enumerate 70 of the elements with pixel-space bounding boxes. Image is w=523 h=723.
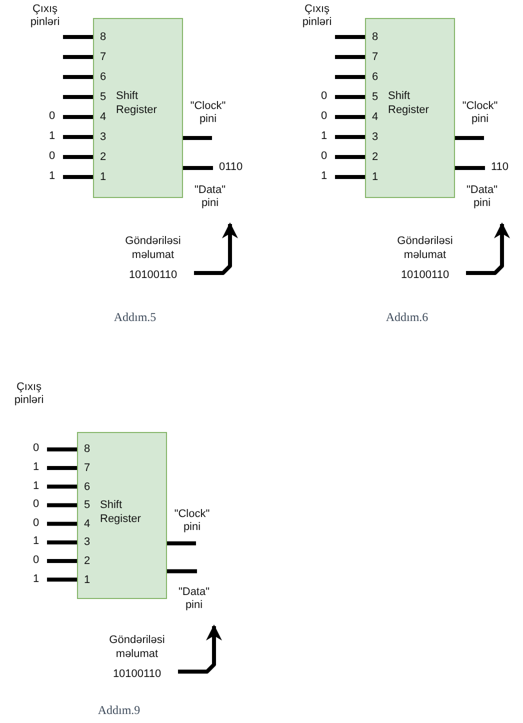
- bit-value: 0: [49, 150, 56, 163]
- pin-number: 5: [100, 90, 106, 104]
- pin-number: 6: [100, 70, 106, 84]
- bit-string: 110: [491, 161, 509, 174]
- bit-value: 0: [321, 90, 328, 103]
- bit-value: 0: [33, 516, 40, 530]
- pin-label: "Data" pini: [465, 184, 499, 210]
- bit-value: 0: [33, 554, 40, 567]
- pin-label: "Data" pini: [193, 184, 227, 210]
- step-caption: Addım.5: [112, 311, 158, 324]
- pin-number: 2: [372, 150, 378, 164]
- bit-value: 1: [33, 535, 40, 548]
- pin-number: 4: [372, 110, 378, 124]
- bit-value: 0: [321, 110, 328, 123]
- pin-number: 3: [372, 130, 378, 144]
- pin-number: 2: [100, 150, 106, 164]
- bit-value: 1: [33, 480, 40, 493]
- pin-number: 1: [372, 170, 378, 184]
- pin-number: 1: [84, 572, 90, 587]
- pin-number: 5: [84, 498, 90, 512]
- bit-value: 1: [49, 170, 56, 183]
- pin-number: 3: [84, 535, 90, 550]
- pin-number: 3: [100, 130, 106, 144]
- data-caption: Göndəriləsi məlumat: [396, 234, 454, 262]
- pin-number: 7: [84, 461, 90, 475]
- pin-number: 1: [100, 170, 106, 184]
- arrow: [194, 222, 238, 275]
- pin-number: 6: [372, 70, 378, 84]
- register-title: Shift Register: [116, 89, 158, 117]
- register-title: Shift Register: [388, 89, 430, 117]
- pin-label: "Data" pini: [177, 586, 211, 612]
- output-pins-label: Çıxış pinləri: [29, 3, 61, 29]
- output-pins-label: Çıxış pinləri: [301, 3, 333, 29]
- bit-value: 1: [33, 572, 40, 586]
- bit-string: 0110: [219, 161, 243, 174]
- bit-value: 1: [49, 130, 56, 143]
- step-caption: Addım.6: [384, 311, 430, 324]
- shift-register-box: [93, 18, 183, 198]
- bit-value: 0: [321, 150, 328, 163]
- pin-label: "Clock" pini: [189, 100, 227, 126]
- pin-label: "Clock" pini: [173, 508, 211, 534]
- data-caption: Göndəriləsi məlumat: [124, 234, 182, 262]
- bit-value: 0: [33, 498, 40, 512]
- pin-number: 8: [84, 442, 90, 456]
- output-pins-label: Çıxış pinləri: [13, 381, 45, 407]
- pin-number: 8: [372, 30, 378, 44]
- pin-label: "Clock" pini: [461, 100, 499, 126]
- pin-number: 5: [372, 90, 378, 104]
- bit-value: 0: [49, 110, 56, 123]
- bit-value: 0: [33, 442, 40, 456]
- arrow: [178, 624, 222, 674]
- shift-register-box: [365, 18, 455, 198]
- bit-string: 10100110: [128, 268, 178, 282]
- pin-number: 7: [100, 50, 106, 64]
- bit-value: 1: [33, 461, 40, 474]
- step-caption: Addım.9: [96, 704, 142, 718]
- bit-value: 1: [321, 170, 328, 183]
- pin-number: 8: [100, 30, 106, 44]
- pin-number: 4: [84, 516, 90, 531]
- pin-number: 4: [100, 110, 106, 124]
- bit-string: 10100110: [112, 666, 162, 681]
- pin-number: 6: [84, 480, 90, 494]
- data-caption: Göndəriləsi məlumat: [108, 632, 166, 661]
- pin-number: 2: [84, 554, 90, 568]
- shift-register-box: [77, 432, 167, 600]
- arrow: [466, 222, 510, 275]
- register-title: Shift Register: [100, 498, 142, 526]
- bit-value: 1: [321, 130, 328, 143]
- pin-number: 7: [372, 50, 378, 64]
- bit-string: 10100110: [400, 268, 450, 282]
